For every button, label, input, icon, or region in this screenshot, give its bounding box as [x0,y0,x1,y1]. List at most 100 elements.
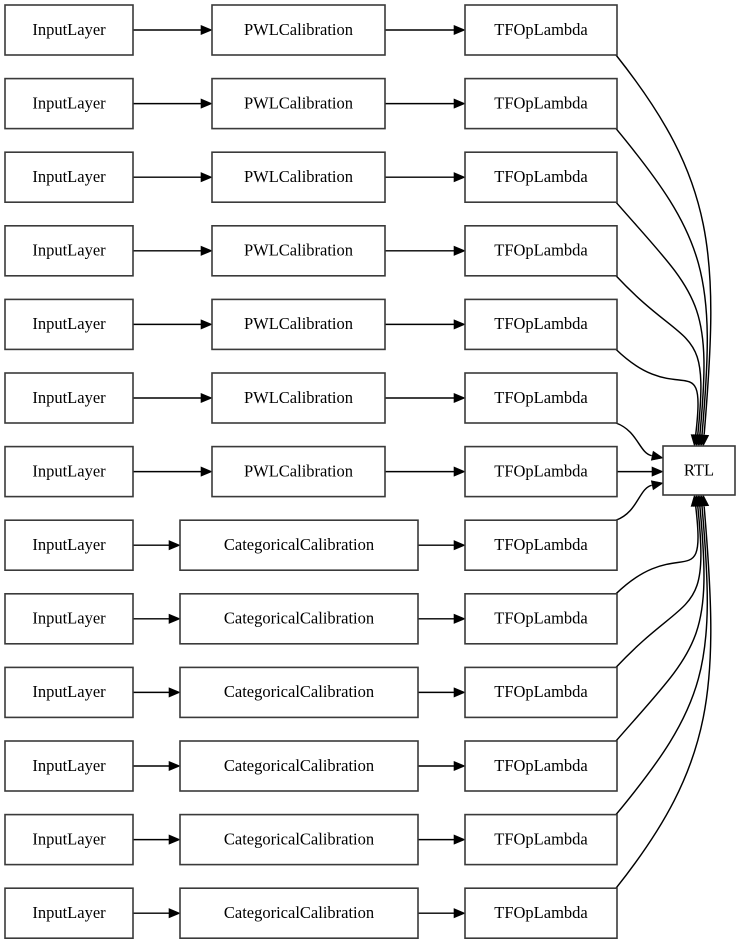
node-calibration-6[interactable]: PWLCalibration [211,372,386,424]
node-lambda-4-box[interactable] [464,225,618,277]
node-rtl-output[interactable]: RTL [662,445,736,496]
node-calibration-6-box[interactable] [211,372,386,424]
edge-lambda-to-rtl-5-arrowhead [690,434,701,447]
node-calibration-11-box[interactable] [179,740,419,792]
edge-calibration-to-lambda-1-arrowhead [453,24,466,36]
node-input-layer-2[interactable]: InputLayer [4,77,134,130]
node-calibration-1-box[interactable] [211,4,386,56]
node-lambda-13-box[interactable] [464,887,618,940]
node-calibration-3-box[interactable] [211,151,386,203]
node-lambda-2-box[interactable] [464,77,618,130]
node-lambda-1-box[interactable] [464,4,618,56]
node-calibration-7[interactable]: PWLCalibration [211,445,386,498]
node-input-layer-9-box[interactable] [4,592,134,645]
node-lambda-2[interactable]: TFOpLambda [464,77,618,130]
node-input-layer-6[interactable]: InputLayer [4,372,134,424]
node-calibration-3[interactable]: PWLCalibration [211,151,386,203]
node-input-layer-8-box[interactable] [4,519,134,572]
node-calibration-8-box[interactable] [179,519,419,572]
node-input-layer-13-box[interactable] [4,887,134,940]
node-lambda-7[interactable]: TFOpLambda [464,445,618,498]
node-calibration-7-box[interactable] [211,445,386,498]
node-lambda-8[interactable]: TFOpLambda [464,519,618,572]
node-input-layer-2-box[interactable] [4,77,134,130]
edge-lambda-to-rtl-1 [615,54,712,435]
node-calibration-label-12: CategoricalCalibration [224,829,374,848]
node-calibration-label-10: CategoricalCalibration [224,682,374,701]
node-lambda-label-1: TFOpLambda [494,20,588,39]
node-calibration-5-box[interactable] [211,298,386,351]
node-input-layer-3-box[interactable] [4,151,134,203]
node-calibration-12-box[interactable] [179,813,419,866]
node-input-layer-3[interactable]: InputLayer [4,151,134,203]
node-input-layer-5-box[interactable] [4,298,134,351]
node-rtl-output-box[interactable] [662,445,736,496]
edge-lambda-to-rtl-8-arrowhead [650,480,664,491]
node-input-layer-8[interactable]: InputLayer [4,519,134,572]
node-lambda-1[interactable]: TFOpLambda [464,4,618,56]
node-input-layer-1[interactable]: InputLayer [4,4,134,56]
node-lambda-8-box[interactable] [464,519,618,572]
node-lambda-6-box[interactable] [464,372,618,424]
node-input-layer-5[interactable]: InputLayer [4,298,134,351]
node-input-layer-4-box[interactable] [4,225,134,277]
node-calibration-13-box[interactable] [179,887,419,940]
node-calibration-10-box[interactable] [179,666,419,719]
node-lambda-5[interactable]: TFOpLambda [464,298,618,351]
node-calibration-10[interactable]: CategoricalCalibration [179,666,419,719]
node-lambda-7-box[interactable] [464,445,618,498]
node-calibration-label-8: CategoricalCalibration [224,535,374,554]
node-input-layer-7-box[interactable] [4,445,134,498]
node-input-layer-11[interactable]: InputLayer [4,740,134,792]
node-input-layer-7[interactable]: InputLayer [4,445,134,498]
node-lambda-11-box[interactable] [464,740,618,792]
node-lambda-9-box[interactable] [464,592,618,645]
edge-input-to-calibration-11-arrowhead [168,760,181,772]
node-lambda-label-13: TFOpLambda [494,903,588,922]
node-input-layer-4[interactable]: InputLayer [4,225,134,277]
node-lambda-label-3: TFOpLambda [494,167,588,186]
node-calibration-8[interactable]: CategoricalCalibration [179,519,419,572]
node-lambda-13[interactable]: TFOpLambda [464,887,618,940]
node-calibration-11[interactable]: CategoricalCalibration [179,740,419,792]
node-calibration-2-box[interactable] [211,77,386,130]
node-input-layer-12[interactable]: InputLayer [4,813,134,866]
node-lambda-3-box[interactable] [464,151,618,203]
node-lambda-10[interactable]: TFOpLambda [464,666,618,719]
edge-input-to-calibration-5-arrowhead [200,319,213,330]
node-input-layer-label-6: InputLayer [32,388,106,407]
node-calibration-4-box[interactable] [211,225,386,277]
node-calibration-1[interactable]: PWLCalibration [211,4,386,56]
edges-layer [133,24,712,919]
node-calibration-2[interactable]: PWLCalibration [211,77,386,130]
node-calibration-5[interactable]: PWLCalibration [211,298,386,351]
node-calibration-13[interactable]: CategoricalCalibration [179,887,419,940]
node-lambda-5-box[interactable] [464,298,618,351]
node-calibration-label-2: PWLCalibration [244,93,353,112]
node-lambda-4[interactable]: TFOpLambda [464,225,618,277]
node-lambda-6[interactable]: TFOpLambda [464,372,618,424]
node-lambda-10-box[interactable] [464,666,618,719]
node-lambda-12[interactable]: TFOpLambda [464,813,618,866]
node-rtl-output-label: RTL [684,460,714,479]
node-lambda-12-box[interactable] [464,813,618,866]
node-lambda-11[interactable]: TFOpLambda [464,740,618,792]
edge-input-to-calibration-7-arrowhead [200,466,213,477]
node-input-layer-1-box[interactable] [4,4,134,56]
node-input-layer-13[interactable]: InputLayer [4,887,134,940]
node-input-layer-11-box[interactable] [4,740,134,792]
edge-calibration-to-lambda-9-arrowhead [453,613,466,624]
node-calibration-9[interactable]: CategoricalCalibration [179,592,419,645]
node-input-layer-9[interactable]: InputLayer [4,592,134,645]
node-input-layer-12-box[interactable] [4,813,134,866]
node-calibration-4[interactable]: PWLCalibration [211,225,386,277]
node-input-layer-6-box[interactable] [4,372,134,424]
node-calibration-9-box[interactable] [179,592,419,645]
node-calibration-12[interactable]: CategoricalCalibration [179,813,419,866]
node-lambda-9[interactable]: TFOpLambda [464,592,618,645]
node-lambda-3[interactable]: TFOpLambda [464,151,618,203]
node-input-layer-label-7: InputLayer [32,461,106,480]
node-input-layer-10[interactable]: InputLayer [4,666,134,719]
node-input-layer-10-box[interactable] [4,666,134,719]
